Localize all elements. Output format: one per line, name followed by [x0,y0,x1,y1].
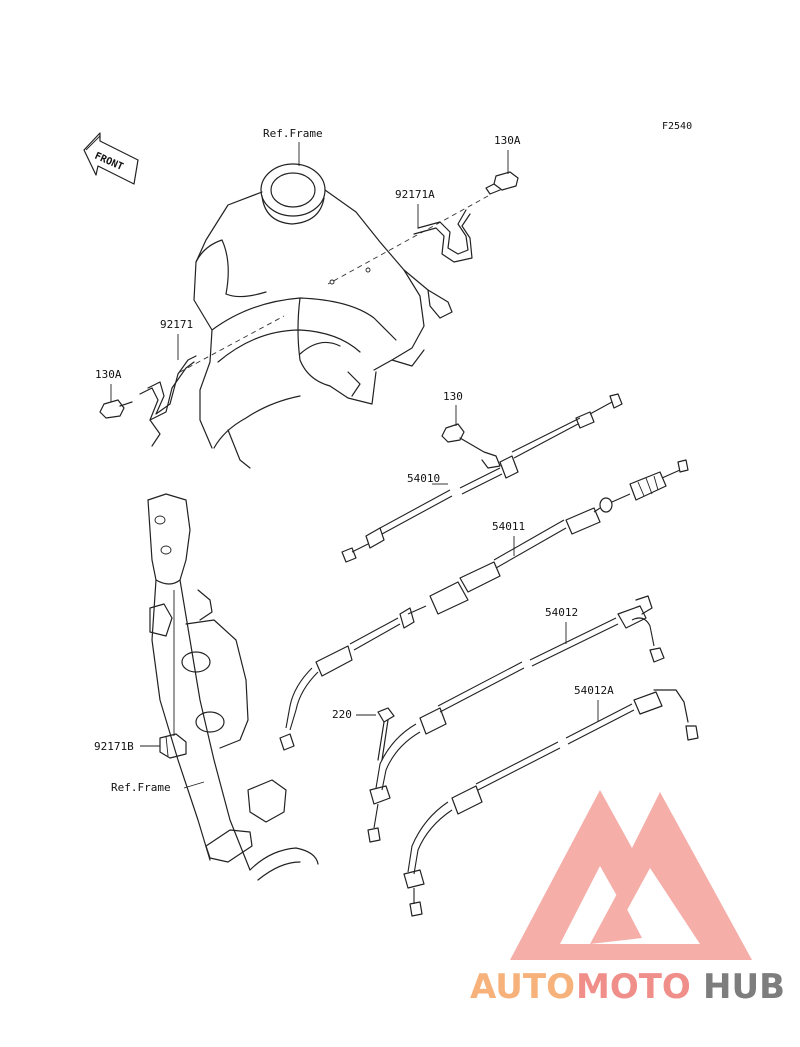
cable-54012 [367,595,665,843]
watermark-moto: MOTO [576,967,691,1007]
clamp-92171 [139,355,197,447]
watermark-auto: AUTO [470,967,575,1007]
clamp-92171b-label: 92171B [94,740,134,753]
cable-54010-label: 54010 [407,472,440,485]
clamp-92171a [413,209,473,263]
cable-54012a-label: 54012A [574,684,614,697]
clamp-92171-label: 92171 [160,318,193,331]
upper-frame-part [193,163,453,469]
ref-frame-top-label: Ref.Frame [263,127,323,140]
clamp-92171a-label: 92171A [395,188,435,201]
bolt-130a-left-label: 130A [95,368,122,381]
front-arrow-icon: FRONT [83,132,139,185]
bolt-130-label: 130 [443,390,463,403]
screw-220 [377,707,395,761]
figure-code: F2540 [662,121,692,132]
bolt-130a-top [485,171,519,195]
bolt-130 [441,423,501,469]
bolt-130a-top-label: 130A [494,134,521,147]
ref-frame-bottom-label: Ref.Frame [111,781,171,794]
cable-54010 [341,393,623,563]
lower-frame-part [147,493,319,881]
watermark-text: AUTO MOTO HUB [470,967,785,1007]
clamp-92171b [159,733,187,759]
watermark-logo-icon [510,790,752,960]
screw-220-label: 220 [332,708,352,721]
watermark-hub: HUB [703,967,785,1007]
cable-54011-label: 54011 [492,520,525,533]
cable-54011 [279,459,689,751]
cable-54012a [403,689,699,917]
bolt-130a-left [99,399,133,419]
cable-54012-label: 54012 [545,606,578,619]
